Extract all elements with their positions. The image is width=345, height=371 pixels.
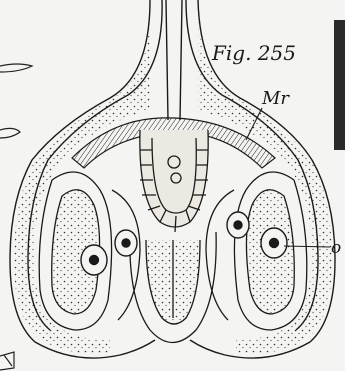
lobe-right: [206, 172, 307, 330]
figure-caption: Fig. 255: [211, 41, 296, 65]
label-o: o: [331, 238, 341, 258]
label-mr: Mr: [261, 88, 290, 109]
lobe-center: [130, 232, 216, 343]
central-fold: [140, 130, 208, 232]
